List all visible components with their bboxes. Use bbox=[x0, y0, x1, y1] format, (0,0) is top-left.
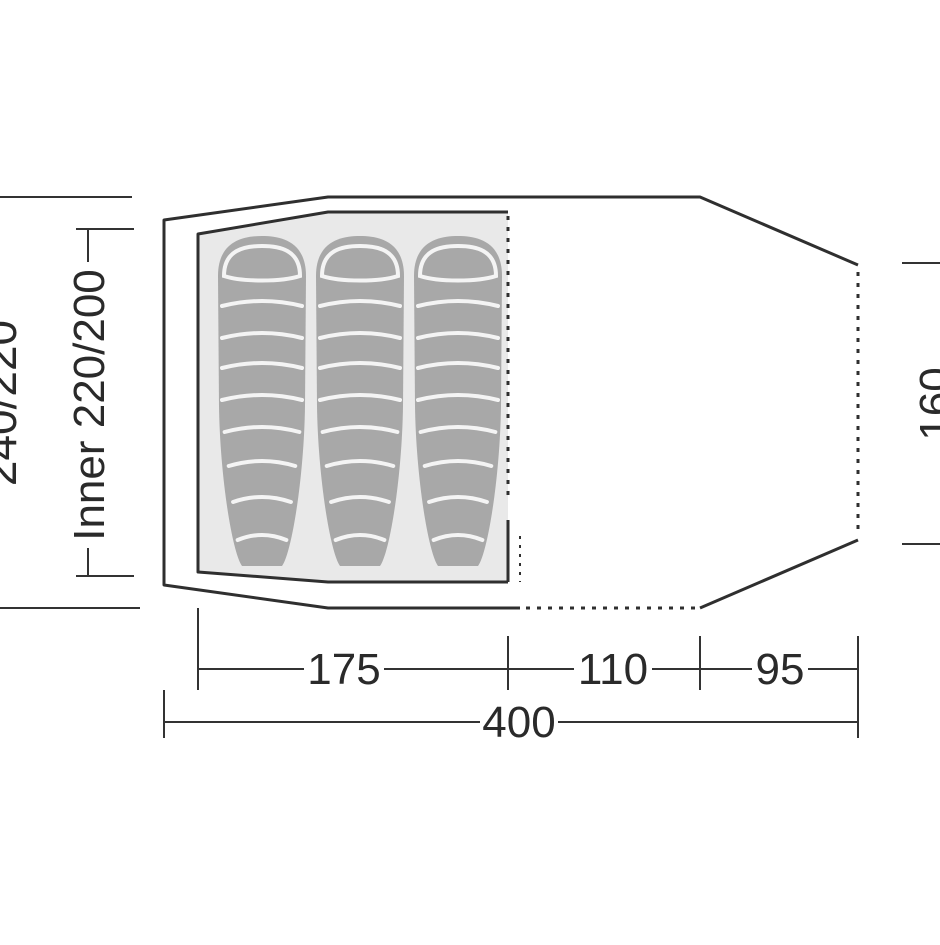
sleeping-bag-body bbox=[414, 236, 502, 566]
sleeping-bag-stripe bbox=[231, 495, 293, 504]
sleeping-bag-stripe bbox=[333, 533, 387, 542]
sleeping-bag-hood bbox=[221, 243, 303, 283]
sleeping-bag bbox=[414, 236, 502, 566]
inner-tent-outline bbox=[196, 210, 508, 584]
sleeping-bags-group bbox=[218, 236, 502, 566]
tent-outer-outline-porch-edge bbox=[699, 538, 859, 610]
sleeping-bag-stripe bbox=[235, 533, 289, 542]
sleeping-bag bbox=[218, 236, 306, 566]
sleeping-bag-stripe bbox=[318, 393, 402, 402]
outer-width-label: 240/220 bbox=[0, 320, 26, 486]
sleeping-bag-stripe bbox=[418, 425, 498, 434]
sleeping-bag-stripe bbox=[220, 361, 304, 370]
sleeping-bag-stripe bbox=[220, 299, 304, 308]
sleeping-bag-stripe bbox=[318, 331, 402, 340]
inner-width-label: Inner 220/200 bbox=[65, 269, 114, 541]
sleeping-bag-stripe bbox=[422, 459, 494, 468]
sleeping-bag-stripe bbox=[226, 459, 298, 468]
porch-width-label: 160 bbox=[911, 367, 940, 440]
sleeping-bag-stripe bbox=[220, 393, 304, 402]
sleeping-bag-stripe bbox=[220, 331, 304, 340]
sleeping-bag-stripe bbox=[329, 495, 391, 504]
sleeping-bag-body bbox=[316, 236, 404, 566]
sleeping-bag-stripe bbox=[416, 331, 500, 340]
sleeping-bag-hood bbox=[417, 243, 499, 283]
sleeping-bag-stripe bbox=[318, 299, 402, 308]
inner-length-label: 175 bbox=[307, 645, 380, 694]
sleeping-bag-stripe bbox=[318, 361, 402, 370]
sleeping-bag-stripe bbox=[431, 533, 485, 542]
sleeping-bag-body bbox=[218, 236, 306, 566]
sleeping-bag-stripe bbox=[416, 299, 500, 308]
sleeping-bag-stripe bbox=[416, 361, 500, 370]
middle-length-label: 110 bbox=[578, 645, 648, 694]
sleeping-bag-stripe bbox=[324, 459, 396, 468]
sleeping-bag-stripe bbox=[222, 425, 302, 434]
sleeping-bag bbox=[316, 236, 404, 566]
sleeping-bag-hood bbox=[319, 243, 401, 283]
total-length-label: 400 bbox=[482, 698, 555, 747]
porch-length-label: 95 bbox=[756, 645, 805, 694]
sleeping-bag-stripe bbox=[427, 495, 489, 504]
sleeping-bag-stripe bbox=[320, 425, 400, 434]
tent-outer-outline-solid bbox=[162, 195, 859, 610]
sleeping-bag-stripe bbox=[416, 393, 500, 402]
